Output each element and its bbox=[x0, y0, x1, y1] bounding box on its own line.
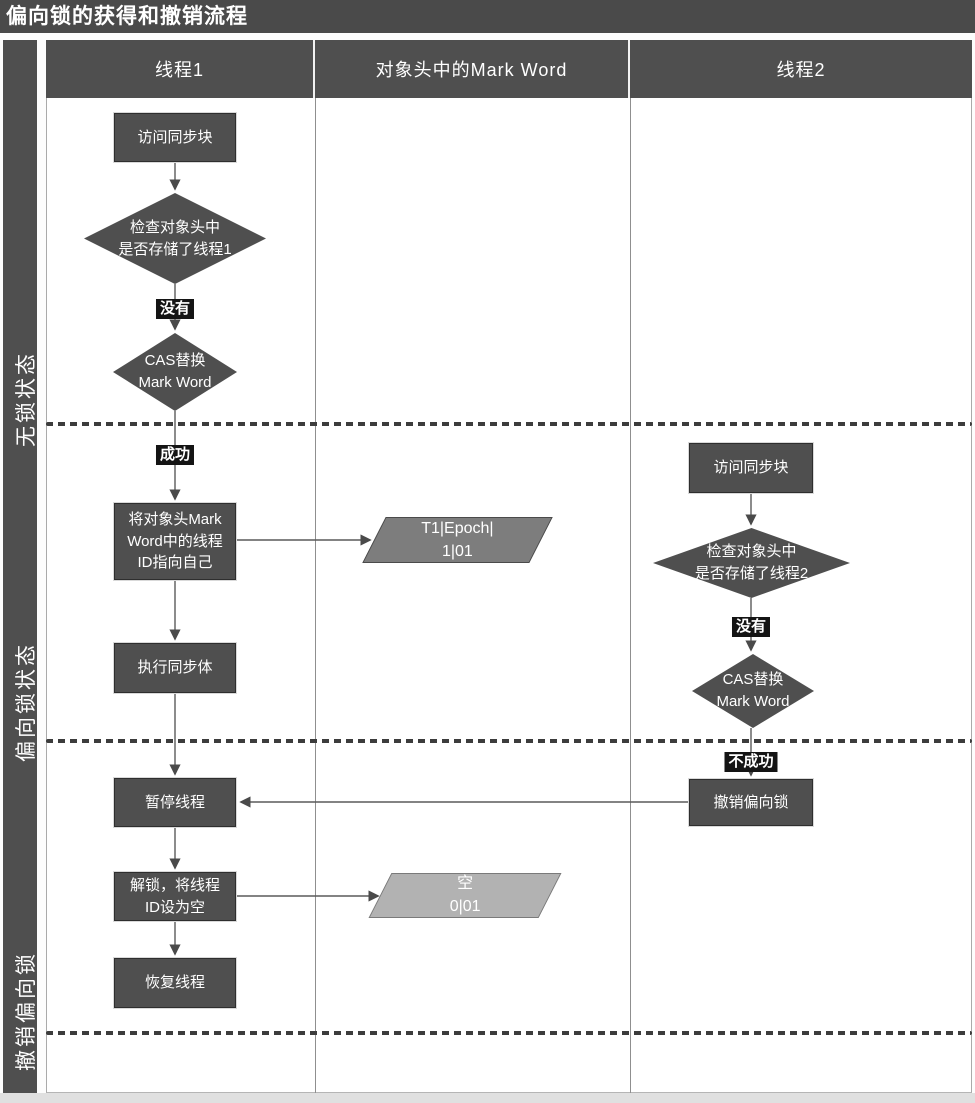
edge-label-t2-fail: 不成功 bbox=[724, 752, 778, 772]
lane-header-thread2: 线程2 bbox=[630, 40, 972, 98]
node-t1-execute-sync-body: 执行同步体 bbox=[114, 643, 236, 693]
edge-label-t1-no: 没有 bbox=[155, 299, 195, 319]
state-sidebar: 无锁状态 偏向锁状态 撤销偏向锁 bbox=[3, 40, 38, 1093]
edge-label-t2-no: 没有 bbox=[731, 617, 771, 637]
node-t1-pause-thread: 暂停线程 bbox=[114, 778, 236, 827]
node-t1-unlock-set-null: 解锁，将线程 ID设为空 bbox=[114, 872, 236, 921]
node-markword-biased: T1|Epoch| 1|01 bbox=[362, 517, 553, 563]
node-t1-check-header-decision: 检查对象头中 是否存储了线程1 bbox=[84, 193, 266, 284]
lane-header-thread1: 线程1 bbox=[46, 40, 315, 98]
phase-divider-1 bbox=[46, 422, 972, 426]
node-t2-access-sync-block: 访问同步块 bbox=[689, 443, 813, 493]
node-t1-resume-thread: 恢复线程 bbox=[114, 958, 236, 1008]
diagram-title: 偏向锁的获得和撤销流程 bbox=[0, 0, 975, 33]
state-label-biased: 偏向锁状态 bbox=[15, 642, 38, 762]
markword-biased-value: T1|Epoch| 1|01 bbox=[421, 519, 494, 560]
phase-divider-3 bbox=[46, 1031, 972, 1035]
phase-divider-2 bbox=[46, 739, 972, 743]
node-t2-revoke-biased-lock: 撤销偏向锁 bbox=[689, 779, 813, 826]
edge-label-t1-success: 成功 bbox=[155, 445, 195, 465]
lane-separator-2 bbox=[630, 98, 631, 1093]
lane-separator-1 bbox=[315, 98, 316, 1093]
node-markword-empty: 空 0|01 bbox=[368, 873, 562, 918]
lane-header-mark-word: 对象头中的Mark Word bbox=[315, 40, 630, 98]
node-t1-set-thread-id: 将对象头Mark Word中的线程 ID指向自己 bbox=[114, 503, 236, 580]
state-label-lock-free: 无锁状态 bbox=[15, 351, 38, 447]
node-t1-access-sync-block: 访问同步块 bbox=[114, 113, 236, 162]
page-bottom-strip bbox=[0, 1093, 975, 1103]
state-label-revoke: 撤销偏向锁 bbox=[15, 951, 38, 1071]
markword-empty-value: 空 0|01 bbox=[449, 875, 481, 916]
